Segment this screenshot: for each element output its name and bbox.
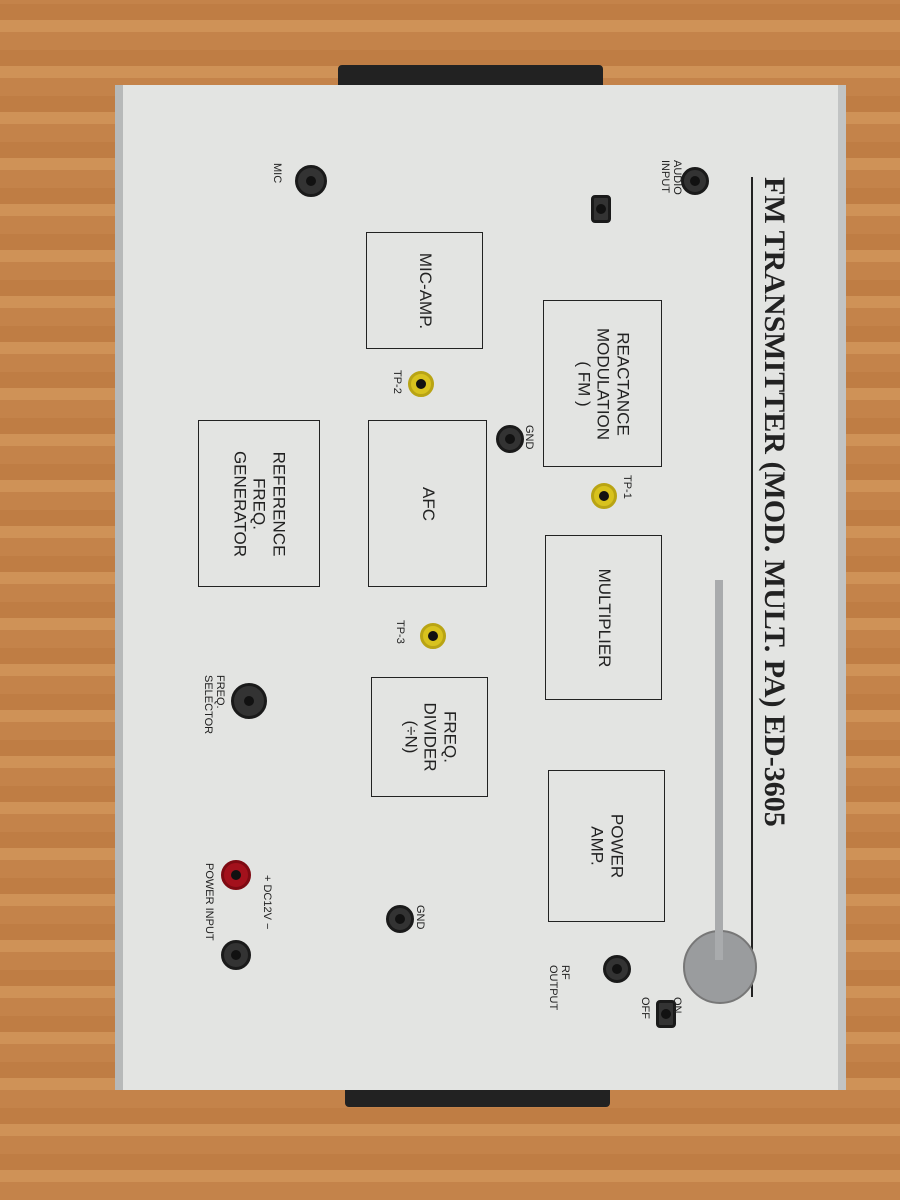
mic-jack[interactable]: [295, 165, 327, 197]
dc-positive-jack[interactable]: [221, 860, 251, 890]
block-afc: AFC: [368, 420, 487, 587]
board-title: FM TRANSMITTER (MOD. MULT. PA) ED-3605: [758, 177, 791, 827]
gnd-label-2: GND: [414, 905, 426, 930]
antenna-toggle[interactable]: [656, 1000, 676, 1028]
freq-selector-knob[interactable]: [231, 683, 267, 719]
power-input-label: POWER INPUT: [203, 863, 215, 941]
title-underline: [751, 177, 753, 997]
mic-label: MIC: [271, 163, 283, 184]
block-multiplier: MULTIPLIER: [545, 535, 662, 700]
gnd-label-1: GND: [523, 425, 535, 450]
dc-negative-jack[interactable]: [221, 940, 251, 970]
trainer-panel: FM TRANSMITTER (MOD. MULT. PA) ED-3605 M…: [115, 85, 846, 1090]
rf-output-jack[interactable]: [603, 955, 631, 983]
antenna-rod[interactable]: [715, 580, 723, 960]
tp3-label: TP-3: [394, 620, 406, 644]
tp2-label: TP-2: [391, 370, 403, 394]
block-power-amp: POWER AMP.: [548, 770, 665, 922]
freq-selector-label: FREQ. SELECTOR: [202, 675, 226, 735]
audio-input-label: AUDIO INPUT: [659, 160, 683, 195]
tp1-jack[interactable]: [591, 483, 617, 509]
block-reactance-modulation: REACTANCE MODULATION ( FM ): [543, 300, 662, 467]
block-mic-amp: MIC-AMP.: [366, 232, 483, 349]
gnd-jack-1[interactable]: [496, 425, 524, 453]
gnd-jack-2[interactable]: [386, 905, 414, 933]
tp2-jack[interactable]: [408, 371, 434, 397]
audio-input-jack[interactable]: [681, 167, 709, 195]
block-freq-divider: FREQ. DIVIDER (÷N): [371, 677, 488, 797]
tp1-label: TP-1: [621, 475, 633, 499]
block-reference-generator: REFERENCE FREQ. GENERATOR: [198, 420, 320, 587]
on-label: ON: [671, 997, 683, 1014]
tp3-jack[interactable]: [420, 623, 446, 649]
off-label: OFF: [639, 997, 651, 1019]
rf-output-label: RF OUTPUT: [547, 965, 571, 1011]
dc-label: + DC12V −: [261, 875, 273, 930]
mic-line-toggle[interactable]: [591, 195, 611, 223]
